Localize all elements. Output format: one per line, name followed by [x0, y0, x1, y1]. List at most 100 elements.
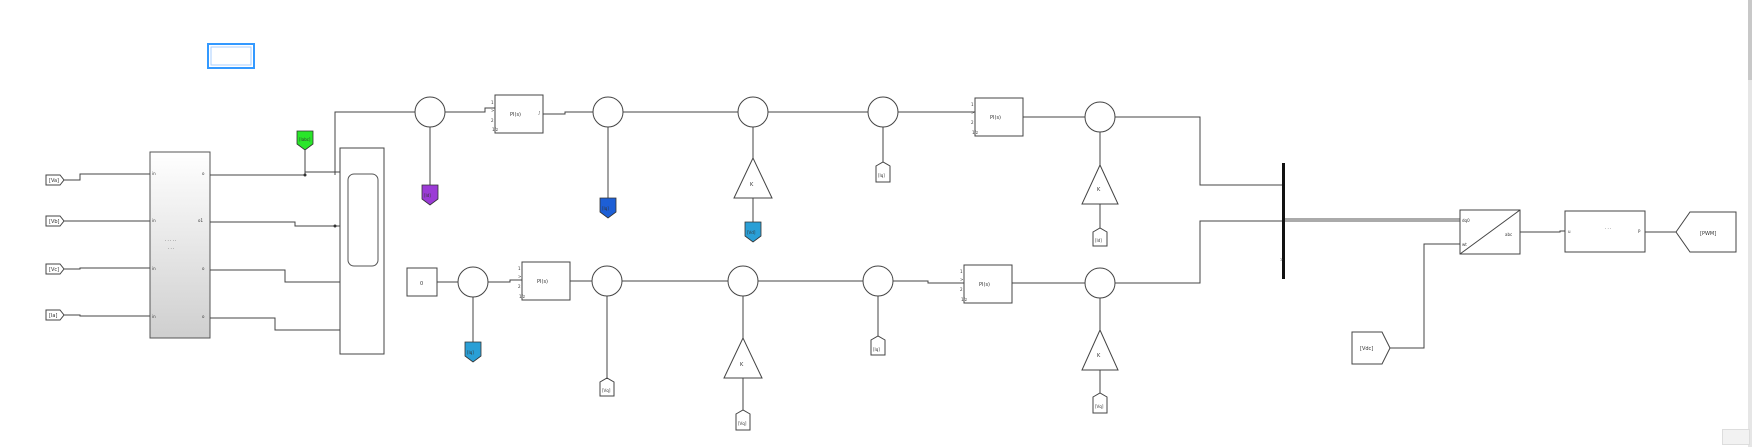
vertical-scrollbar[interactable] [1748, 0, 1752, 447]
sum-lower-2[interactable] [591, 265, 623, 297]
sum-upper-1[interactable] [414, 96, 446, 128]
svg-text:1: 1 [491, 100, 494, 105]
pid-controller-lower-2[interactable]: PI(s) 1 > 2 1/z [960, 264, 1013, 304]
svg-text:K: K [740, 362, 744, 368]
svg-text:[Vq]: [Vq] [738, 421, 747, 426]
svg-text:2: 2 [971, 120, 974, 125]
gain-upper-1[interactable]: K [733, 156, 773, 199]
svg-text:PI(s): PI(s) [979, 282, 990, 288]
from-tag-va[interactable]: [Va] [45, 174, 65, 186]
from-tag-lower-2[interactable]: [Vq] [599, 377, 615, 397]
svg-text:· · · · ·: · · · · · [165, 238, 176, 243]
sum-upper-4[interactable] [867, 96, 899, 128]
pid-controller-lower-1[interactable]: PI(s) 1 > 2 1/z [518, 261, 571, 301]
sum-upper-3[interactable] [737, 96, 769, 128]
sum-lower-5[interactable] [1084, 267, 1116, 299]
goto-tag-blue[interactable]: [Iq] [599, 197, 617, 219]
sum-lower-1[interactable] [457, 266, 489, 298]
svg-text:in: in [152, 171, 156, 176]
from-tag-lower-3[interactable]: [Vq] [735, 409, 751, 431]
svg-text:[Iq]: [Iq] [873, 347, 880, 352]
sum-upper-5[interactable] [1084, 101, 1116, 133]
goto-tag-pwm[interactable]: [PWM] [1675, 211, 1737, 253]
svg-text:[Id]: [Id] [424, 193, 431, 198]
from-tag-vdc[interactable]: [Vdc] [1351, 331, 1391, 365]
svg-text:· · ·: · · · [168, 246, 174, 251]
svg-text:[Vb]: [Vb] [49, 219, 60, 225]
svg-text:1: 1 [971, 102, 974, 107]
inverse-transform-block[interactable]: dq0 wt abc [1459, 209, 1521, 255]
svg-text:· · ·: · · · [1605, 226, 1611, 231]
svg-text:in: in [152, 314, 156, 319]
svg-text:P: P [1638, 229, 1641, 234]
svg-text:o1: o1 [198, 218, 203, 223]
svg-text:[Id]: [Id] [1095, 238, 1102, 243]
svg-text:2: 2 [518, 284, 521, 289]
svg-text:[Vq]: [Vq] [1095, 404, 1104, 409]
from-tag-vc[interactable]: [Vc] [45, 263, 65, 275]
from-tag-ia[interactable]: [Ia] [45, 309, 65, 321]
goto-tag-green[interactable]: [Iabc] [296, 130, 314, 151]
gain-upper-2[interactable]: K [1081, 163, 1119, 205]
pid-controller-upper-2[interactable]: PI(s) 1 > 2 1/z [971, 97, 1024, 137]
svg-text:[Vd]: [Vd] [747, 230, 756, 235]
park-transform-block[interactable] [339, 147, 385, 355]
svg-text:>: > [1280, 257, 1283, 262]
bus-creator-bar[interactable]: > [1280, 163, 1285, 279]
goto-tag-cyan-upper[interactable]: [Vd] [744, 221, 762, 243]
svg-text:1: 1 [960, 269, 963, 274]
pid-controller-upper-1[interactable]: PI(s) 1 > 2 1/z ∫ [491, 94, 544, 134]
svg-text:PI(s): PI(s) [510, 112, 521, 118]
svg-text:wt: wt [1462, 242, 1467, 247]
svg-text:[Ia]: [Ia] [49, 313, 57, 319]
svg-text:K: K [1097, 353, 1101, 359]
goto-tag-purple[interactable]: [Id] [421, 184, 439, 206]
gain-lower-2[interactable]: K [1081, 328, 1119, 371]
svg-text:[Va]: [Va] [49, 178, 59, 184]
svg-text:1/z: 1/z [961, 297, 967, 302]
gain-lower-1[interactable]: K [723, 336, 763, 379]
svg-text:[Iq]: [Iq] [878, 173, 885, 178]
svg-text:2: 2 [491, 118, 494, 123]
zoom-indicator [1722, 429, 1750, 445]
svg-text:[Iq]: [Iq] [467, 350, 474, 355]
svg-text:[Vq]: [Vq] [602, 388, 611, 393]
from-tag-upper-4[interactable]: [Iq] [875, 161, 891, 183]
svg-text:1/z: 1/z [519, 294, 525, 299]
svg-text:1: 1 [518, 266, 521, 271]
from-tag-vb[interactable]: [Vb] [45, 215, 65, 227]
svg-text:[Iabc]: [Iabc] [299, 137, 311, 142]
selected-block[interactable] [207, 43, 255, 69]
svg-text:1/z: 1/z [492, 127, 498, 132]
svg-text:[PWM]: [PWM] [1700, 231, 1716, 237]
scrollbar-thumb[interactable] [1748, 0, 1752, 80]
svg-text:[Vdc]: [Vdc] [1360, 346, 1373, 352]
sum-upper-2[interactable] [592, 96, 624, 128]
from-tag-lower-5[interactable]: [Vq] [1092, 392, 1108, 414]
svg-text:>: > [491, 108, 494, 113]
svg-text:[Iq]: [Iq] [602, 206, 609, 211]
sum-lower-4[interactable] [862, 265, 894, 297]
svg-text:>: > [971, 110, 974, 115]
constant-block[interactable]: 0 [406, 267, 438, 297]
svg-text:[Vc]: [Vc] [49, 267, 59, 273]
svg-text:1/z: 1/z [972, 130, 978, 135]
transform-subsystem[interactable]: in in in in o o1 o o · · · · · · · · [149, 151, 211, 339]
svg-text:K: K [1097, 187, 1101, 193]
svg-text:dq0: dq0 [1462, 218, 1470, 223]
svg-text:>: > [960, 277, 963, 282]
goto-tag-cyan-lower[interactable]: [Iq] [464, 341, 482, 363]
pwm-generator-block[interactable]: u · · · P [1564, 210, 1646, 253]
svg-text:in: in [152, 266, 156, 271]
from-tag-lower-4[interactable]: [Iq] [870, 335, 886, 356]
svg-text:K: K [750, 182, 754, 188]
svg-text:o: o [202, 266, 205, 271]
from-tag-upper-5[interactable]: [Id] [1092, 227, 1108, 247]
svg-text:PI(s): PI(s) [537, 279, 548, 285]
sum-lower-3[interactable] [727, 265, 759, 297]
svg-text:PI(s): PI(s) [990, 115, 1001, 121]
svg-text:∫: ∫ [538, 110, 540, 115]
svg-text:o: o [202, 171, 205, 176]
svg-text:0: 0 [420, 281, 423, 287]
